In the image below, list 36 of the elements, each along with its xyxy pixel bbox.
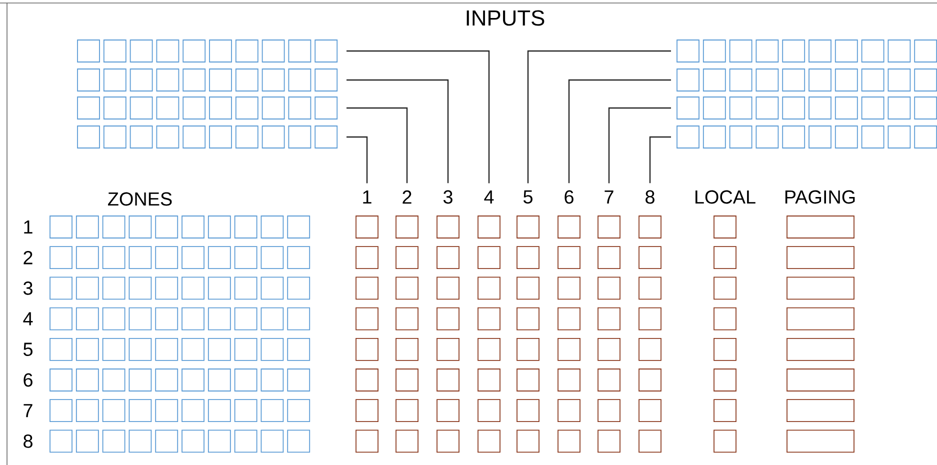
heading: INPUTS [466, 10, 544, 26]
row-number: 7 [24, 404, 32, 418]
row-number: 2 [24, 250, 32, 264]
row-number: 8 [24, 434, 32, 448]
connector-line [346, 107, 408, 184]
connector-line [649, 136, 671, 184]
column-number: 2 [402, 190, 412, 204]
connector-line [608, 107, 671, 184]
column-heading: ZONES [108, 192, 172, 206]
column-number: 3 [443, 190, 452, 204]
row-number: 1 [24, 220, 32, 234]
column-number: 7 [604, 190, 614, 204]
row-number: 6 [24, 373, 32, 387]
square-row-drawing [77, 68, 338, 92]
connector-line [346, 136, 368, 184]
column-heading: PAGING [785, 190, 855, 204]
square-row-drawing [676, 96, 937, 120]
square-row-drawing [676, 126, 937, 148]
row-number: 5 [24, 342, 32, 356]
column-number: 5 [524, 190, 532, 204]
row-number: 4 [23, 312, 33, 326]
column-heading: LOCAL [696, 190, 756, 204]
column-number: 1 [363, 190, 372, 204]
square-row-drawing [676, 40, 937, 62]
square-row-drawing [77, 96, 338, 120]
row-number: 3 [23, 282, 32, 295]
column-number: 8 [646, 190, 654, 204]
square-row-drawing [77, 40, 338, 62]
column-number: 4 [484, 190, 494, 204]
connector-line [346, 79, 449, 184]
column-number: 6 [564, 190, 574, 204]
connector-line [568, 79, 671, 184]
connector-line [527, 50, 671, 184]
square-row-drawing [77, 126, 338, 148]
square-row-drawing [676, 68, 937, 92]
connector-line [346, 50, 490, 184]
